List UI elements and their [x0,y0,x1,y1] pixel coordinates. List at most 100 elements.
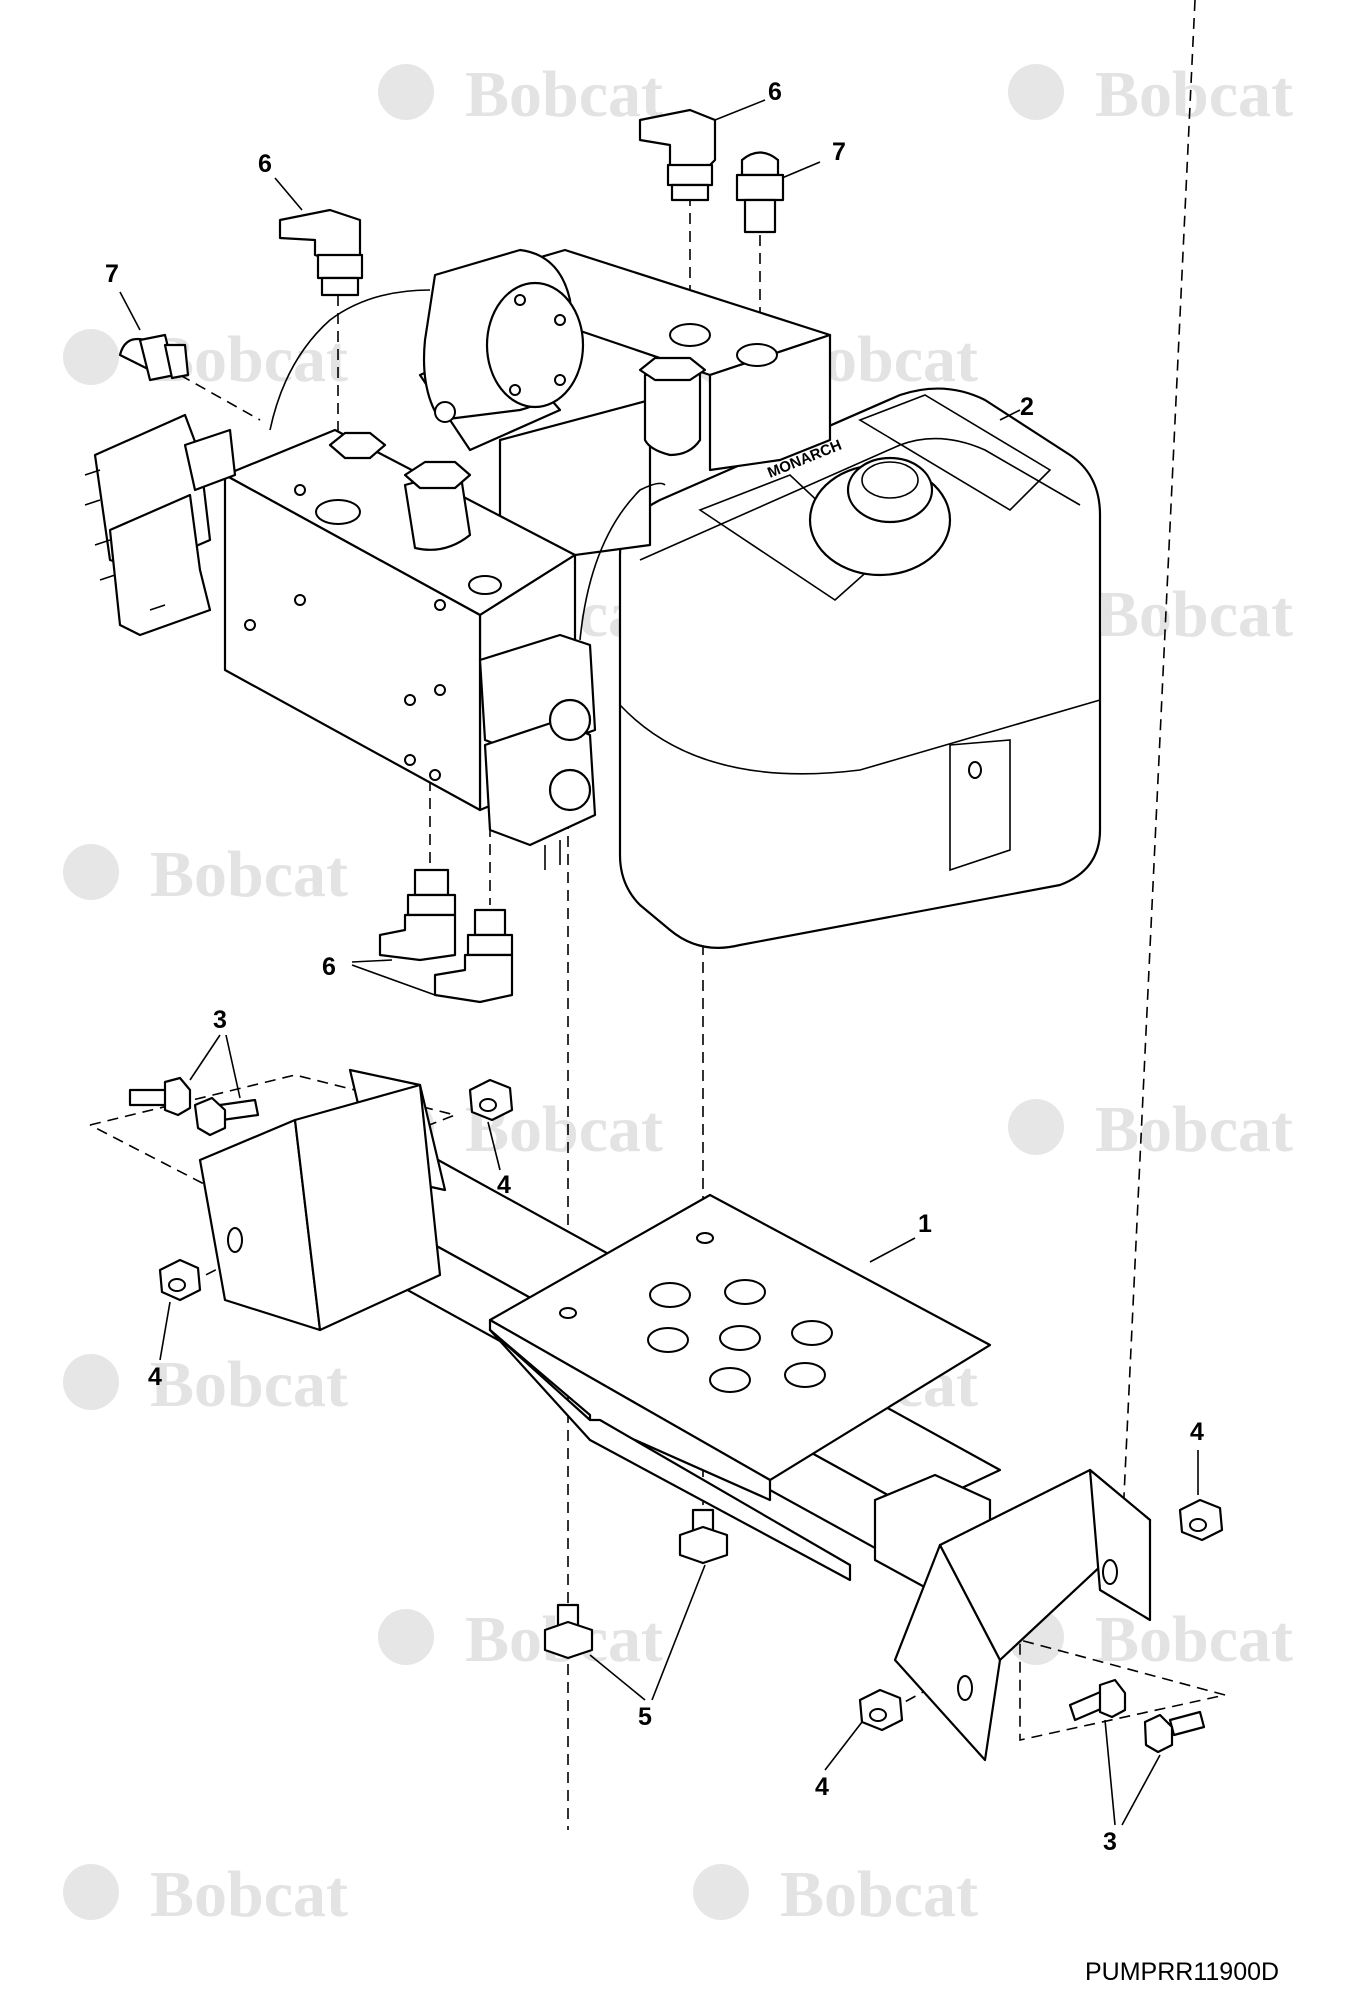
bolt-left-a [128,1076,192,1117]
bolt-right-a [1068,1678,1127,1722]
watermark-brand: Bobcat [150,1858,348,1931]
callout-7-left: 7 [105,260,119,288]
watermark-brand: Bobcat [150,1348,348,1421]
callout-4-left-bottom: 4 [148,1363,162,1391]
leader-5-b [651,1564,706,1701]
frame-center-plate-flange [488,1328,852,1582]
plate-hole [709,1367,751,1393]
watermark-brand: Bobcat [1095,58,1293,131]
leader-3-right-a [1104,1719,1116,1826]
bobcat-head-icon [63,1354,119,1410]
elbow-nut [466,933,514,957]
manifold-hole [294,594,306,606]
callout-3-left: 3 [213,1006,227,1034]
leader-5-a [589,1654,646,1701]
tank-body [618,387,1102,949]
relief-valve [403,468,472,551]
plate-mount-hole [696,1232,714,1244]
straight-thread [163,343,190,380]
rear-port [669,323,711,347]
relief-valve-nut [403,460,472,490]
right-bracket-wall [1088,1468,1152,1622]
tank-handle-right [858,394,1052,512]
nut-hole [1189,1518,1207,1532]
nut-hole [869,1708,887,1722]
manifold-hole [429,769,441,781]
leader-4-left-bottom [159,1301,171,1361]
nut-right-top [1178,1498,1224,1542]
watermark-brand: Bobcat [1095,1093,1293,1166]
watermark-11: Bobcat [63,1348,348,1421]
nut-hole [479,1098,497,1112]
straight-fitting-top-right [735,151,785,234]
manifold-hole [434,599,446,611]
straight-tip [740,151,780,177]
hydraulic-tank: MONARCH [618,387,1102,949]
elbow-fitting-bottom-b [433,908,514,1004]
drawing-code: PUMPRR11900D [1085,1958,1279,1986]
plate-hole [649,1282,691,1308]
nut-left-bottom [158,1258,202,1302]
motor-bolt [554,374,566,386]
callout-7-top-right: 7 [832,138,846,166]
dash-left-bracket-bolts [89,1074,458,1201]
leader-6-bottom-b [351,964,436,996]
tank-top-edge [639,437,1081,561]
watermark-7: Bobcat [63,838,348,911]
elbow-thread [473,908,507,937]
bolt-head [543,1620,594,1660]
bolt-shank [1168,1710,1206,1737]
motor-terminal [434,401,456,423]
manifold-hole [294,484,306,496]
elbow-fitting-bottom-a [378,868,457,962]
valve-pump-assembly [84,248,832,870]
plate-hole [719,1325,761,1351]
elbow-body [378,913,457,962]
callout-6-top-left: 6 [258,150,272,178]
coil-pin [99,574,116,581]
elbow-fitting-top-left [278,208,364,297]
bolt-left-b [193,1096,260,1137]
plate-hole [647,1327,689,1353]
bobcat-head-icon [63,329,119,385]
coil-pin [84,499,101,506]
left-bracket-front [293,1083,442,1332]
bolt-head [1098,1678,1127,1719]
elbow-thread [413,868,450,897]
solenoid-nut [548,698,592,742]
watermark-2: Bobcat [1008,58,1293,131]
dash-fitting7-left [179,374,261,421]
elbow-nut [316,253,364,280]
right-bracket-hole [957,1675,973,1701]
bobcat-head-icon [63,1864,119,1920]
watermark-13: Bobcat [378,1603,663,1676]
bolt-right-b [1143,1710,1206,1754]
straight-thread [743,198,777,234]
nut-right-bottom [858,1688,904,1732]
watermark-3: Bobcat [63,323,348,396]
bobcat-head-icon [378,1609,434,1665]
leader-4-right-bottom [824,1721,863,1771]
solenoid-wire [579,482,666,641]
motor-bolt [514,294,526,306]
rear-port [736,343,778,367]
manifold-plug [328,431,387,460]
callout-1: 1 [918,1210,932,1238]
leader-3-left-b [225,1034,241,1099]
solenoid-nut [548,768,592,812]
bolt-head [193,1096,227,1137]
bolt-bottom-a [543,1603,594,1660]
plate-mount-hole [559,1307,577,1319]
tank-bracket-hole [968,761,982,779]
leader-3-left-a [189,1034,221,1081]
coil-pin [94,539,111,546]
manifold-port [468,575,502,595]
watermark-brand: Bobcat [465,58,663,131]
nut-hole [168,1278,186,1292]
nut-left-top [468,1078,514,1122]
tank-seam [619,699,1101,775]
plate-hole [724,1279,766,1305]
leader-lines [119,99,1199,1826]
mounting-frame [198,1068,1152,1762]
callout-5: 5 [638,1703,652,1731]
